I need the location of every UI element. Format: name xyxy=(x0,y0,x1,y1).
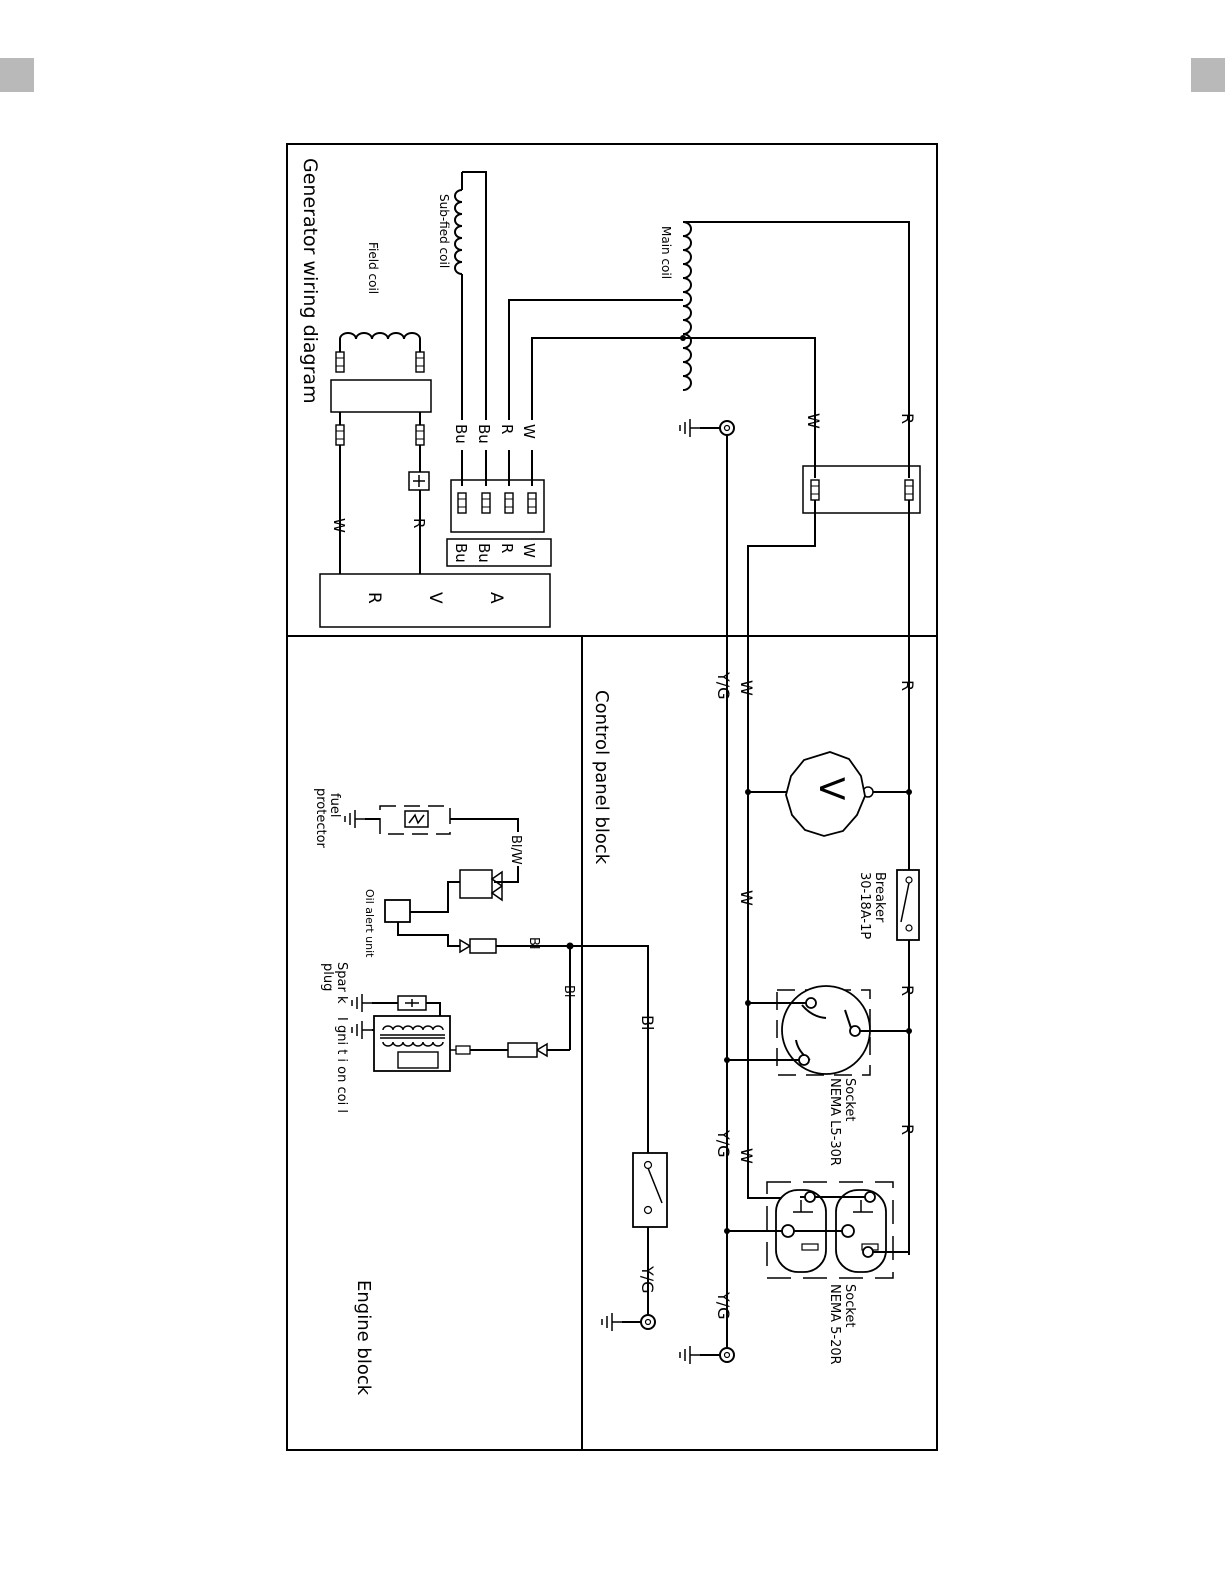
wire-label-bu-avr-b2: Bu xyxy=(452,543,470,563)
plug-connector-icon xyxy=(416,352,424,372)
plug-connector-icon xyxy=(905,480,913,500)
field-coil-label: Field coil xyxy=(366,242,380,294)
ignition-coil-icon xyxy=(374,1016,456,1071)
socket-l5-30r-icon xyxy=(724,986,912,1075)
avr-terminal-v: V xyxy=(425,592,445,604)
wire-label-r-avr: R xyxy=(498,424,516,434)
sub-field-coil-label: Sub-fied coil xyxy=(437,194,451,268)
oil-alert-connector xyxy=(448,870,502,900)
wire-label-blw: Bl/W xyxy=(508,835,523,865)
wire-label-bu-avr2: Bu xyxy=(452,424,470,444)
plug-connector-icon xyxy=(811,480,819,500)
wire-label-yg-ctrl2: Y/G xyxy=(714,1129,733,1158)
wire-label-yg-ctrl3: Y/G xyxy=(714,1291,733,1320)
fuel-protector-icon xyxy=(345,806,518,834)
breaker-label: Breaker xyxy=(872,872,887,923)
control-panel-title: Control panel block xyxy=(591,690,612,865)
wire-label-bl-switch: Bl xyxy=(638,1015,657,1030)
ground-icon xyxy=(345,810,365,828)
fuel-protector-label-1: fuel xyxy=(327,793,342,817)
wire-label-yg-switch: Y/G xyxy=(638,1265,657,1294)
main-coil-icon xyxy=(683,222,691,390)
main-coil-label: Main coil xyxy=(659,226,673,279)
plug-connector-icon xyxy=(336,352,344,372)
breaker-model: 30-18A-1P xyxy=(857,872,872,939)
socket-5-20r-model: NEMA 5-20R xyxy=(827,1284,842,1365)
spark-plug-label-2: plug xyxy=(320,963,335,991)
avr-terminal-r: R xyxy=(364,592,384,604)
brush-holder xyxy=(331,380,431,412)
wire-label-bl-oil: Bl xyxy=(526,937,541,950)
socket-l5-30r-model: NEMA L5-30R xyxy=(827,1078,842,1166)
wire-label-w-main: W xyxy=(804,413,823,429)
wire-label-yg-ctrl1: Y/G xyxy=(714,671,733,700)
oil-alert-unit-icon xyxy=(385,900,410,922)
ground-icon xyxy=(352,1021,372,1039)
wire-label-r-ctrl2: R xyxy=(898,985,917,996)
wire-label-r-avr-b: R xyxy=(498,543,516,553)
ground-icon xyxy=(680,419,700,437)
ground-icon xyxy=(352,994,372,1012)
field-coil-icon xyxy=(340,333,420,339)
wire-label-w-avr-b: W xyxy=(520,543,538,558)
wire-label-bl-ign: Bl xyxy=(561,985,576,998)
socket-5-20r-label: Socket xyxy=(842,1284,857,1328)
main-connector xyxy=(803,466,920,513)
wire-label-w-field: W xyxy=(330,518,348,533)
ground-icon xyxy=(602,1313,622,1331)
generator-title: Generator wiring diagram xyxy=(299,158,321,404)
voltmeter: V xyxy=(745,752,912,836)
wire-label-r-ctrl3: R xyxy=(898,1124,917,1135)
wire-label-bu-avr1: Bu xyxy=(475,424,493,444)
socket-l5-30r-label: Socket xyxy=(842,1078,857,1122)
ground-icon xyxy=(680,1346,700,1364)
plug-connector-icon xyxy=(528,493,536,513)
plug-connector-icon xyxy=(416,425,424,445)
wire-label-w-ctrl3: W xyxy=(737,1148,756,1164)
plug-connector-icon xyxy=(505,493,513,513)
oil-alert-label: Oil alert unit xyxy=(363,889,376,958)
spark-plug-label-1: Spar k xyxy=(334,962,349,1004)
plug-connector-icon xyxy=(336,425,344,445)
wire-label-r-field: R xyxy=(410,518,428,528)
voltmeter-symbol: V xyxy=(811,777,851,800)
socket-5-20r-icon xyxy=(724,1182,909,1278)
ignition-coil-label: I gni t i on coi l xyxy=(334,1017,349,1113)
ground-terminal-icon xyxy=(641,1315,655,1329)
fuel-protector-label-2: protector xyxy=(313,788,328,849)
ground-terminal-icon xyxy=(720,1348,734,1362)
engine-title: Engine block xyxy=(353,1280,374,1396)
avr-terminal-a: A xyxy=(486,592,506,604)
wire-label-bu-avr-b1: Bu xyxy=(475,543,493,563)
wire-label-w-ctrl2: W xyxy=(737,890,756,906)
breaker-icon xyxy=(897,870,919,940)
engine-switch-icon xyxy=(633,1153,667,1227)
wire-label-w-avr: W xyxy=(520,424,538,439)
wire-label-w-ctrl1: W xyxy=(737,680,756,696)
ground-terminal-icon xyxy=(720,421,734,435)
avr-unit: A V R xyxy=(320,574,550,627)
sub-field-coil-icon xyxy=(455,190,462,274)
wire-label-r-ctrl1: R xyxy=(898,680,917,691)
plug-connector-icon xyxy=(458,493,466,513)
spark-plug-icon xyxy=(352,994,440,1016)
plug-connector-icon xyxy=(482,493,490,513)
wire-label-r-main: R xyxy=(898,413,917,424)
